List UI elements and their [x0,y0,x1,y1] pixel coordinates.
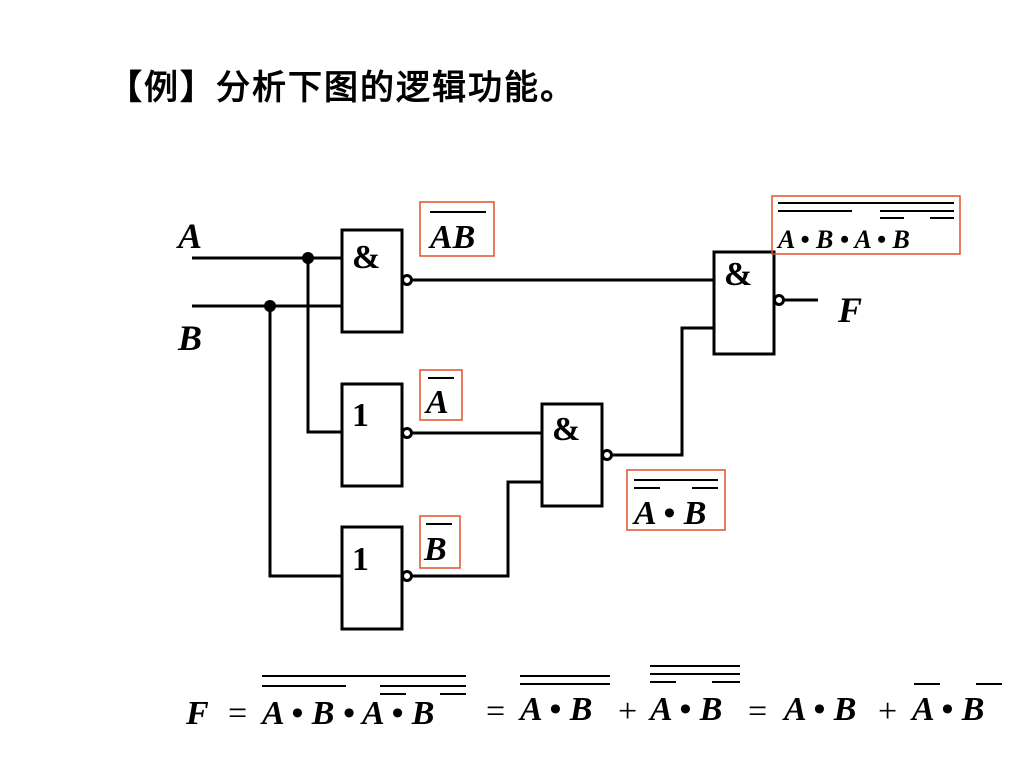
eq-plus-1: + [618,693,637,730]
eq-equals-3: = [748,693,767,730]
output-f-label: F [837,290,862,330]
eq-lhs: F [185,695,209,732]
annotation-not-b: B [419,515,461,569]
boolean-equation: F = A • B • A • B = A • B + A • B = A • … [185,665,1002,732]
inverter-bubble [601,449,613,461]
eq-plus-2: + [878,693,897,730]
eq-equals-1: = [228,695,247,732]
eq-term-2: A • B [518,691,592,728]
annotation-not-a: A [419,369,463,421]
annotation-output-expr: A • B • A • B [771,195,961,255]
inverter-bubble [773,294,785,306]
gate-symbol: 1 [352,397,369,434]
gate-symbol: & [352,239,380,276]
svg-text:A • B • A • B: A • B • A • B [776,225,910,254]
svg-text:A: A [424,384,449,421]
gate-symbol: & [552,411,580,448]
not-gate-b: 1 [340,525,413,631]
input-a-label: A [176,216,202,256]
nand-gate-2: & [540,402,613,508]
input-b-label: B [177,318,202,358]
eq-term-5: A • B [910,691,984,728]
inverter-bubble [401,427,413,439]
junction-a-dot [302,252,314,264]
eq-equals-2: = [486,693,505,730]
gate-symbol: 1 [352,541,369,578]
gate-symbol: & [724,256,752,293]
svg-text:B: B [423,531,447,568]
annotation-nand-ab: AB [419,201,495,257]
eq-term-4: A • B [782,691,856,728]
page-title: 【例】分析下图的逻辑功能。 [108,68,576,108]
svg-text:A • B: A • B [632,495,706,532]
nand-gate-3: & [712,250,785,356]
junction-b-dot [264,300,276,312]
nand-gate-1: & [340,228,413,334]
annotation-nand-abar-bbar: A • B [626,469,726,532]
svg-text:AB: AB [428,219,475,256]
eq-term-1: A • B • A • B [260,695,434,732]
eq-term-3: A • B [648,691,722,728]
inverter-bubble [401,570,413,582]
inverter-bubble [401,274,413,286]
not-gate-a: 1 [340,382,413,488]
